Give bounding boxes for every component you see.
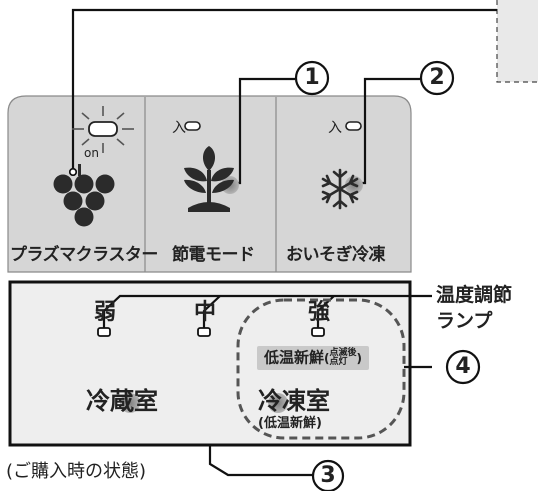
callout-4: 4 bbox=[455, 354, 471, 379]
quick-freeze-label: おいそぎ冷凍 bbox=[286, 245, 386, 265]
temp-level-mid: 中 bbox=[194, 300, 217, 325]
leader-line-3 bbox=[208, 446, 312, 477]
power-saving-label: 節電モード bbox=[172, 245, 255, 265]
leaf-icon bbox=[184, 121, 234, 212]
purchase-state-note: (ご購入時の状態) bbox=[6, 461, 147, 482]
power-saving-indicator: 入 bbox=[172, 120, 186, 136]
grape-icon bbox=[53, 106, 134, 227]
lamp-leader-weak bbox=[102, 294, 432, 329]
temp-lamp-label-2: ランプ bbox=[436, 310, 493, 332]
lamp-weak bbox=[97, 327, 111, 337]
tag-sub-2: 点灯 bbox=[329, 357, 348, 367]
low-temp-fresh-tag: 低温新鮮(点滅後点灯) bbox=[257, 346, 369, 370]
plasmacluster-label: プラズマクラスター bbox=[10, 245, 158, 265]
lamp-mid bbox=[197, 327, 211, 337]
freezer-room-sublabel: (低温新鮮) bbox=[258, 416, 322, 431]
low-temp-fresh-main: 低温新鮮 bbox=[264, 348, 325, 367]
lamp-strong bbox=[311, 327, 325, 337]
callout-3: 3 bbox=[320, 463, 336, 488]
temp-level-strong: 強 bbox=[308, 300, 331, 325]
callout-2: 2 bbox=[429, 65, 445, 90]
freezer-room-label: 冷凍室 bbox=[258, 387, 330, 415]
tag-sub-1: 点滅後 bbox=[329, 348, 357, 358]
plasma-indicator: on bbox=[84, 146, 99, 160]
callout-1: 1 bbox=[304, 65, 320, 90]
fridge-room-label: 冷蔵室 bbox=[86, 387, 158, 415]
temp-lamp-label: 温度調節 bbox=[436, 284, 513, 306]
leader-line-plasma bbox=[71, 8, 497, 172]
snowflake-icon bbox=[321, 121, 362, 210]
quick-freeze-indicator: 入 bbox=[328, 120, 342, 136]
freezer-dashed-region bbox=[236, 298, 406, 440]
temp-level-weak: 弱 bbox=[94, 300, 117, 325]
